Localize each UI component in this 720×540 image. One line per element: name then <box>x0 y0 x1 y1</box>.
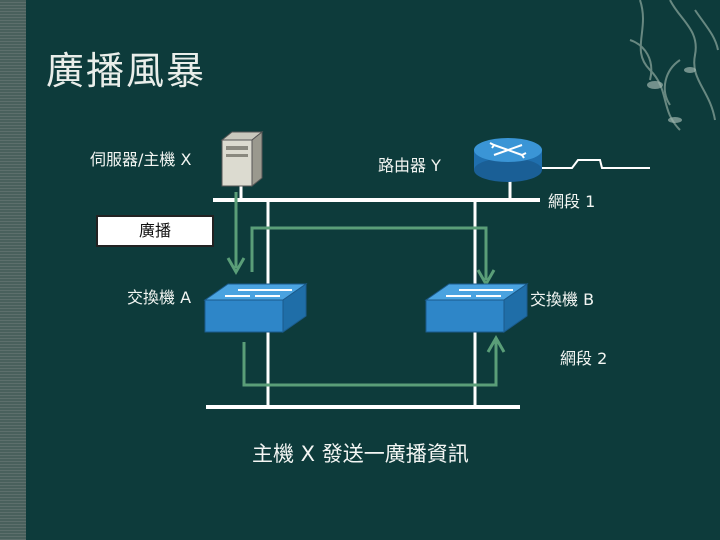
switch-icon <box>424 283 529 333</box>
switch-b-label: 交換機 B <box>530 290 595 309</box>
switch-a-label: 交換機 A <box>127 288 192 307</box>
segment-2-label: 網段 2 <box>560 349 608 368</box>
left-decorative-stripe <box>0 0 26 540</box>
broadcast-label: 廣播 <box>138 221 171 240</box>
broadcast-label-box: 廣播 <box>96 215 214 247</box>
diagram-caption: 主機 X 發送一廣播資訊 <box>252 442 469 466</box>
router-uplink <box>538 159 650 169</box>
router-icon <box>474 138 542 182</box>
segment-1-label: 網段 1 <box>548 192 596 211</box>
floral-decoration <box>629 0 719 131</box>
server-label: 伺服器/主機 X <box>90 150 192 169</box>
router-label: 路由器 Y <box>378 156 441 175</box>
server-icon <box>220 130 264 188</box>
switch-icon <box>203 283 308 333</box>
broadcast-flow-arrows <box>226 192 506 387</box>
slide-title: 廣播風暴 <box>46 49 207 93</box>
